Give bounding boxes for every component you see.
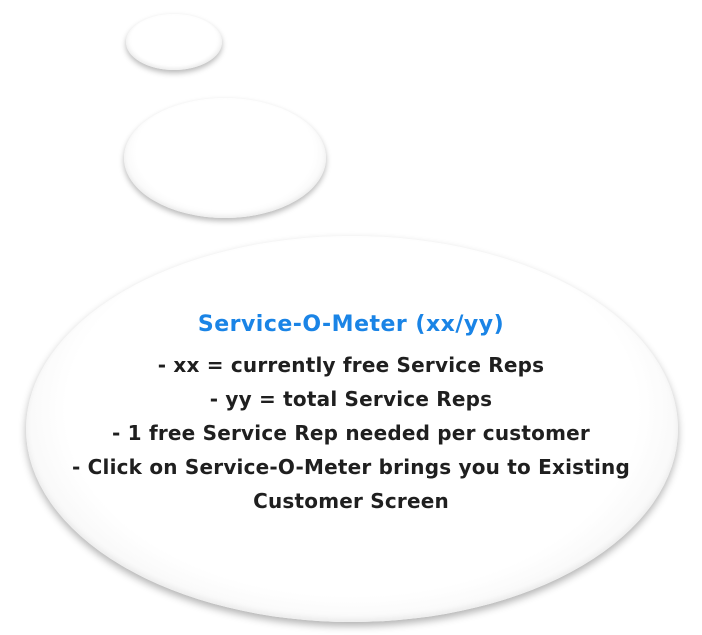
description-line-free-rep: - 1 free Service Rep needed per customer [112,421,590,445]
thought-bubble-main [26,236,678,622]
description-line-xx: - xx = currently free Service Reps [157,353,545,377]
bubble-content: Service-O-Meter (xx/yy) - xx = currently… [40,310,662,518]
bubble-description: - xx = currently free Service Reps - yy … [40,348,662,518]
description-line-yy: - yy = total Service Reps [209,387,493,411]
service-o-meter-title: Service-O-Meter (xx/yy) [197,312,505,337]
thought-bubble-medium [124,98,326,218]
thought-bubble-small [126,14,222,70]
description-line-click: - Click on Service-O-Meter brings you to… [71,455,631,513]
